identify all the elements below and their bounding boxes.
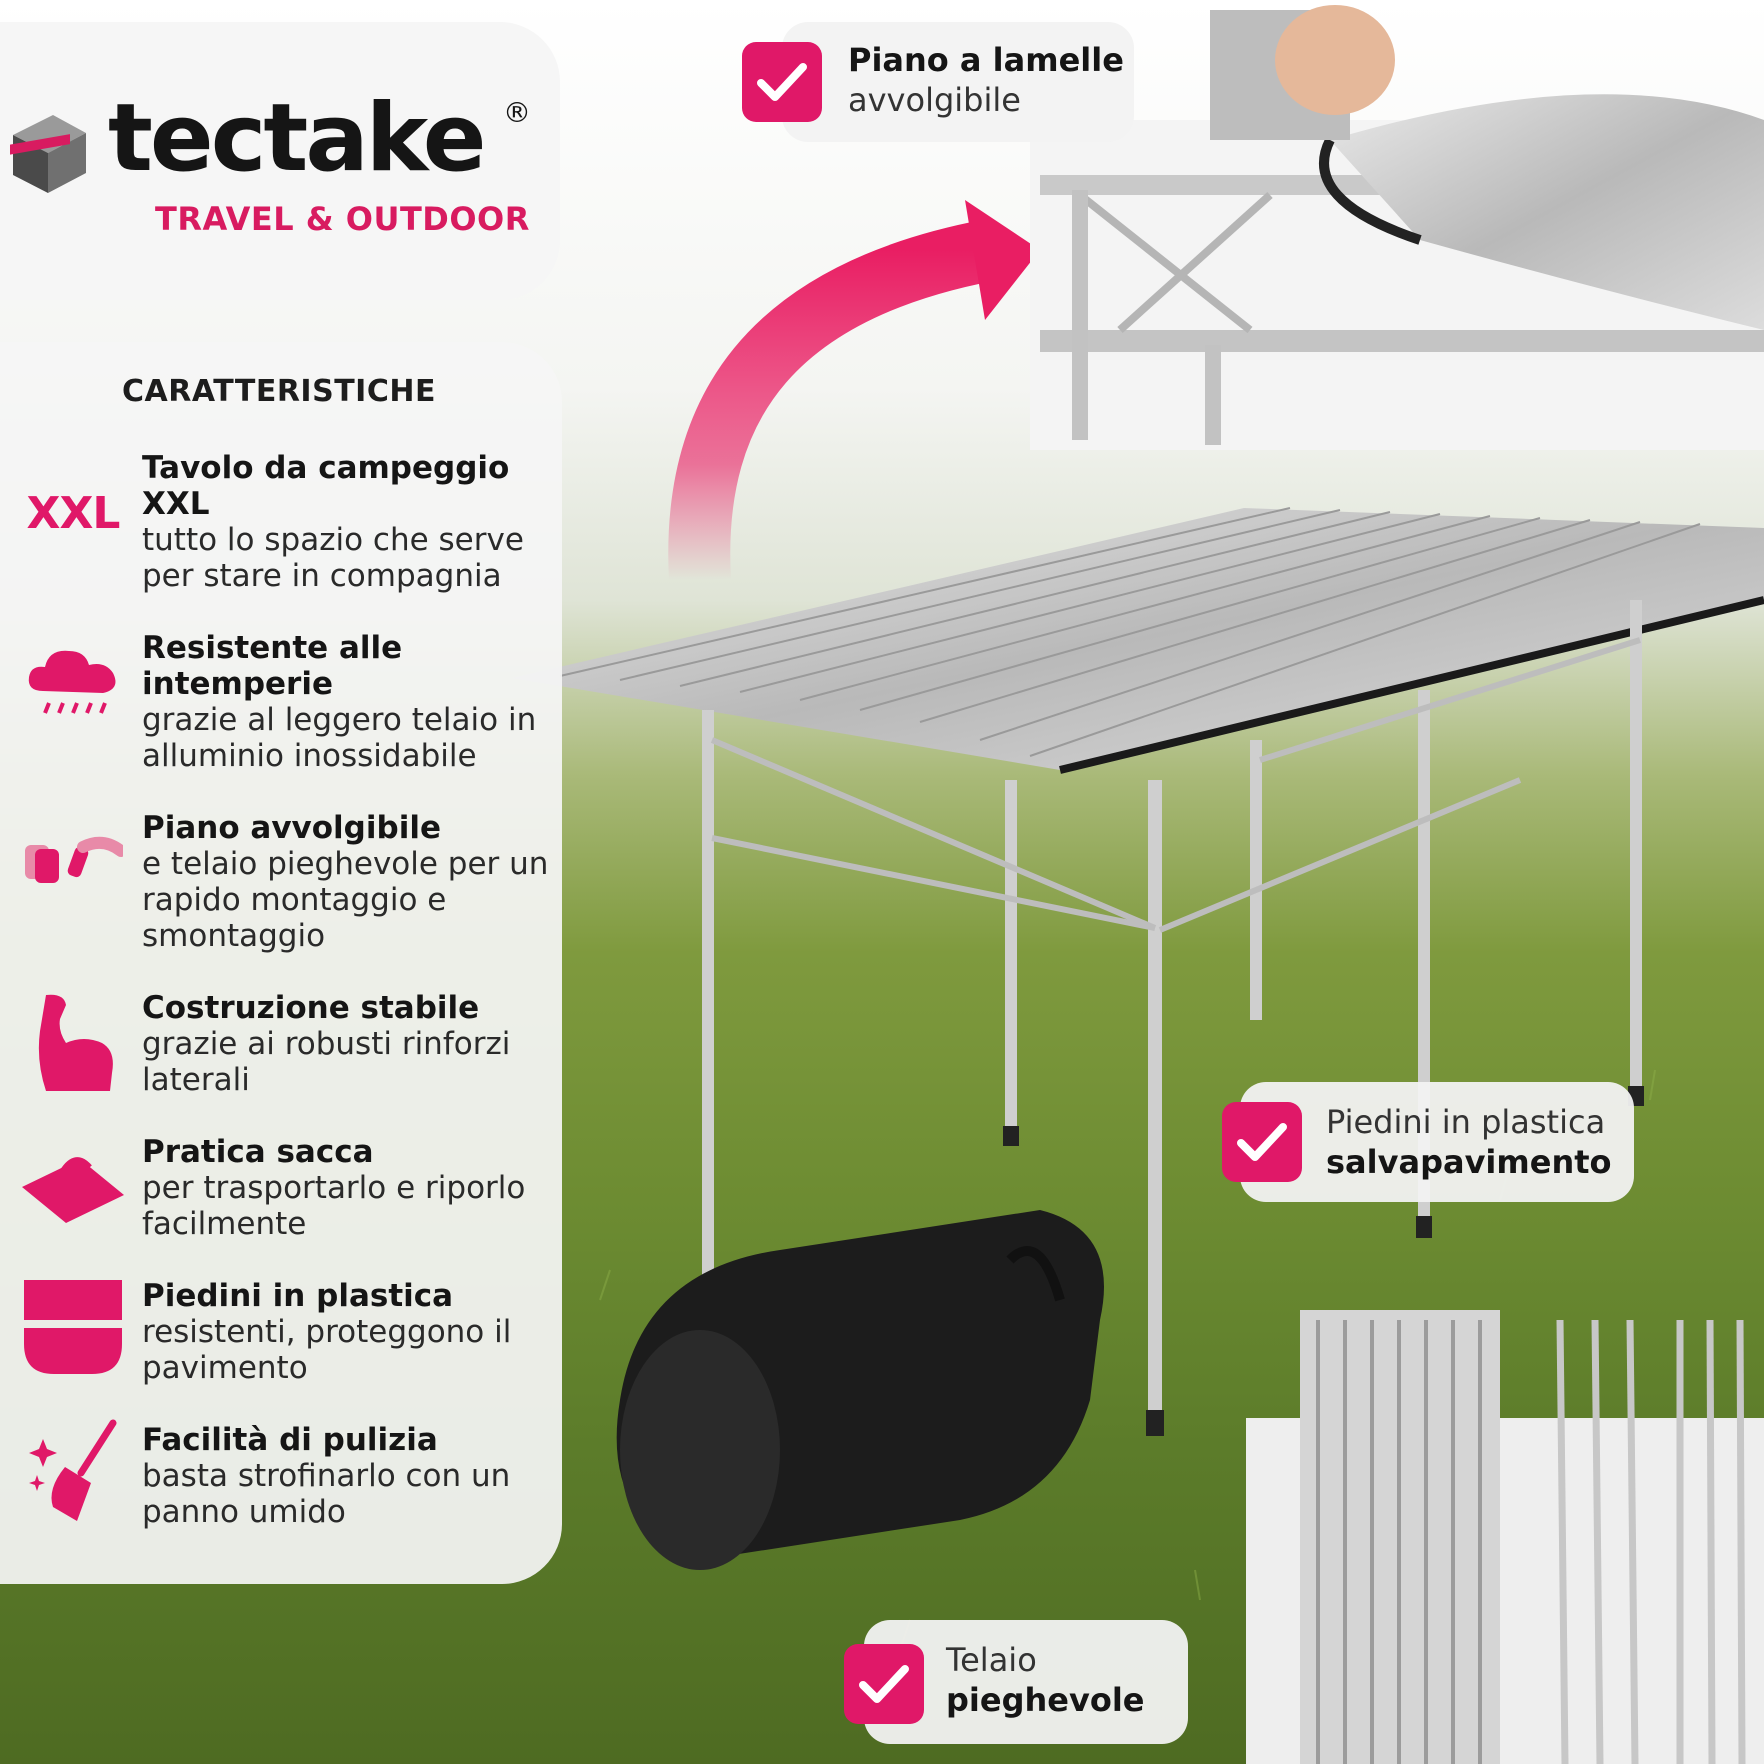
callout-light: Piedini in plastica bbox=[1326, 1103, 1606, 1141]
feature-title: Tavolo da campeggio XXL bbox=[142, 450, 510, 522]
feature-desc: per trasportarlo e riporlo facilmente bbox=[142, 1170, 526, 1242]
features-panel bbox=[0, 342, 562, 1584]
xxl-text-icon: XXL bbox=[26, 487, 121, 539]
feature-title: Piedini in plastica bbox=[142, 1278, 454, 1314]
feature-desc: tutto lo spazio che serve per stare in c… bbox=[142, 522, 524, 594]
callout-slat-top bbox=[782, 22, 1134, 142]
folding-frame-icon bbox=[20, 810, 126, 916]
feature-desc: e telaio pieghevole per un rapido montag… bbox=[142, 846, 549, 954]
check-icon bbox=[1222, 1102, 1302, 1182]
feature-desc: grazie ai robusti rinforzi laterali bbox=[142, 1026, 511, 1098]
callout-feet bbox=[1240, 1082, 1634, 1202]
brand-tagline: TRAVEL & OUTDOOR bbox=[155, 200, 530, 238]
feature-title: Resistente alle intemperie bbox=[142, 630, 403, 702]
brand-card bbox=[0, 22, 560, 300]
features-heading: CARATTERISTICHE bbox=[122, 374, 436, 409]
callout-light: avvolgibile bbox=[848, 81, 1021, 119]
feature-desc: basta strofinarlo con un panno umido bbox=[142, 1458, 511, 1530]
feature-title: Costruzione stabile bbox=[142, 990, 480, 1026]
registered-mark: ® bbox=[503, 96, 531, 129]
brand-wordmark: tectake bbox=[108, 84, 487, 193]
callout-light: Telaio bbox=[946, 1641, 1037, 1679]
callout-strong: pieghevole bbox=[946, 1681, 1145, 1719]
rain-cloud-icon bbox=[20, 630, 126, 736]
plastic-feet-icon bbox=[20, 1274, 126, 1380]
check-icon bbox=[742, 42, 822, 122]
callout-strong: Piano a lamelle bbox=[848, 41, 1124, 79]
check-icon bbox=[844, 1644, 924, 1724]
carry-bag-icon bbox=[20, 1132, 126, 1238]
feature-desc: grazie al leggero telaio in alluminio in… bbox=[142, 702, 537, 774]
cleaning-broom-icon bbox=[20, 1418, 126, 1524]
logo-cube-icon bbox=[10, 115, 86, 193]
feature-title: Facilità di pulizia bbox=[142, 1422, 438, 1458]
feature-title: Pratica sacca bbox=[142, 1134, 374, 1170]
feature-desc: resistenti, proteggono il pavimento bbox=[142, 1314, 512, 1386]
callout-strong: salvapavimento bbox=[1326, 1143, 1612, 1181]
strong-arm-icon bbox=[20, 990, 126, 1096]
feature-title: Piano avvolgibile bbox=[142, 810, 441, 846]
